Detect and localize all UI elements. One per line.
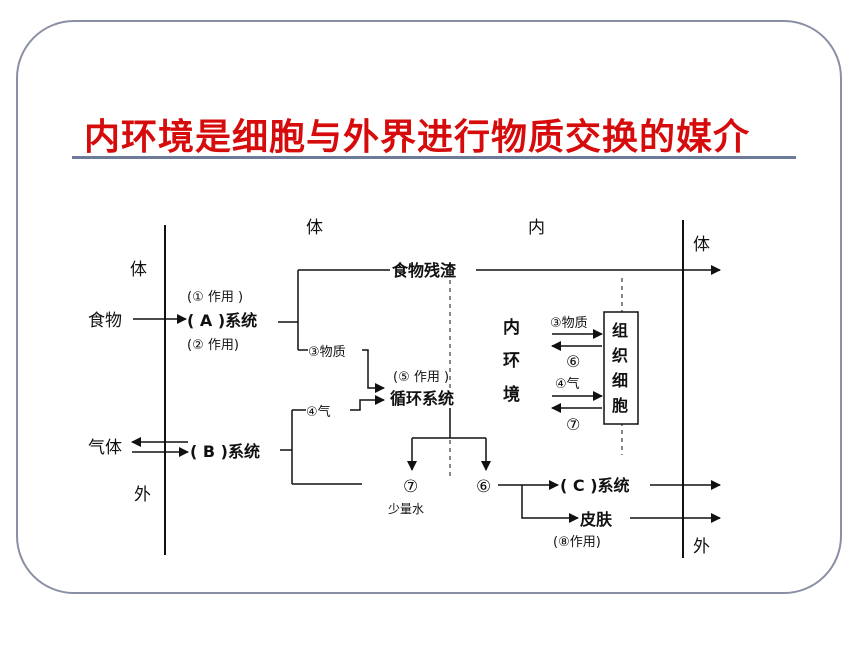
label-cell-1: 组 [612, 321, 628, 340]
label-internal-2: 环 [503, 351, 520, 371]
label-food: 食物 [88, 311, 122, 331]
label-body-outside-right-top: 体 [693, 235, 710, 255]
label-gas: 气体 [88, 438, 122, 458]
label-cell-2: 织 [612, 346, 628, 365]
label-gas-4: ④气 [306, 404, 331, 420]
arrow-6-to-skin [521, 485, 579, 523]
label-ie-gas-4: ④气 [555, 376, 580, 392]
label-system-b: ( B )系统 [190, 442, 260, 461]
label-system-a: ( A )系统 [187, 311, 257, 330]
label-internal-3: 境 [503, 384, 520, 405]
label-internal-1: 内 [503, 317, 520, 338]
label-body-outside-top: 体 [130, 260, 147, 280]
label-system-a-bottom: (② 作用) [187, 338, 239, 353]
label-body-inside-right: 内 [528, 218, 545, 238]
label-little-water: 少量水 [388, 502, 424, 516]
label-cell-4: 胞 [611, 396, 628, 415]
label-cell-3: 细 [612, 371, 628, 390]
label-skin-role: (⑧作用) [553, 535, 601, 550]
label-system-c: ( C )系统 [560, 476, 630, 495]
label-circulation: 循环系统 [390, 389, 454, 408]
label-body-inside-left: 体 [306, 218, 323, 238]
label-body-outside-bottom: 外 [134, 485, 151, 505]
label-food-residue: 食物残渣 [391, 261, 457, 280]
slide-frame [16, 20, 842, 594]
arrow-gas4-to-circulation [350, 395, 385, 411]
label-system-a-top: (① 作用 ) [187, 290, 243, 305]
title-underline [72, 156, 796, 159]
label-node-6: ⑥ [476, 477, 491, 497]
slide-title: 内环境是细胞与外界进行物质交换的媒介 [84, 117, 751, 158]
label-circulation-top: (⑤ 作用 ) [393, 370, 449, 385]
arrow-substance3-to-circulation [362, 349, 385, 393]
label-body-outside-right-bottom: 外 [693, 537, 710, 557]
label-ie-node-6: ⑥ [566, 352, 580, 371]
label-ie-node-7: ⑦ [566, 415, 580, 434]
label-substance-3: ③物质 [308, 345, 346, 360]
label-ie-substance-3: ③物质 [550, 316, 588, 331]
tissue-cell-box [603, 311, 639, 425]
label-skin: 皮肤 [579, 510, 613, 529]
label-water-7: ⑦ [403, 477, 418, 497]
